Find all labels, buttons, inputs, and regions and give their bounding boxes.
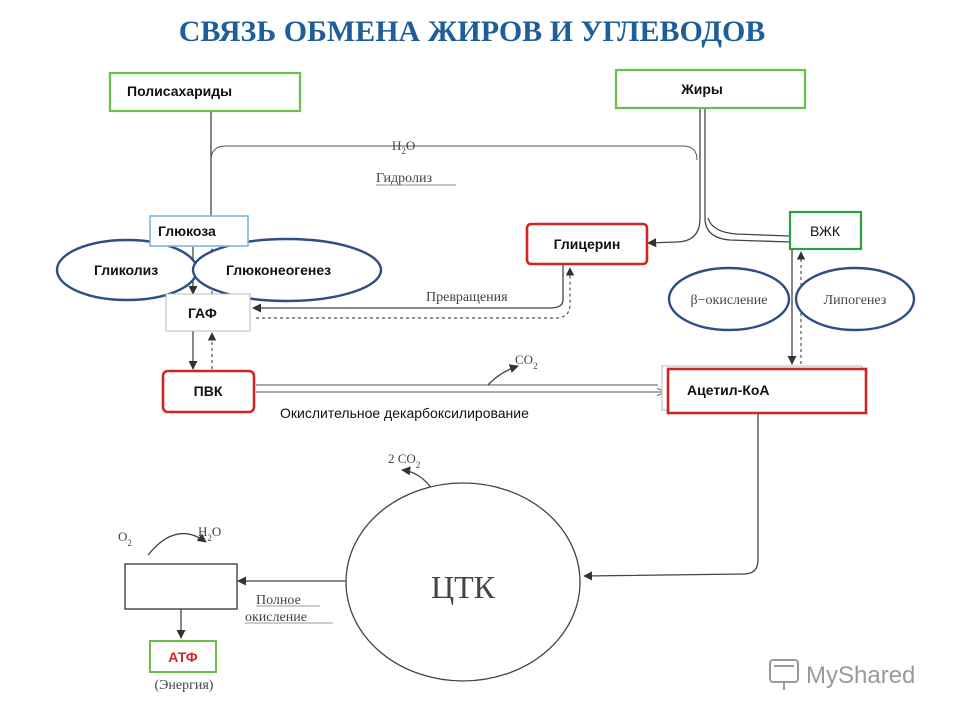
watermark-text: MyShared bbox=[806, 662, 915, 689]
gaf-to-glycerol-arrow bbox=[256, 267, 575, 319]
full-oxidation-label-2: окисление bbox=[245, 610, 307, 625]
glucose-label: Глюкоза bbox=[158, 223, 216, 239]
atf-label: АТФ bbox=[168, 649, 197, 665]
beta-oxidation-ellipse[interactable] bbox=[667, 266, 791, 332]
oxidative-decarboxylation-label: Окислительное декарбоксилирование bbox=[280, 405, 529, 421]
fats-box[interactable] bbox=[614, 68, 807, 110]
glycerol-to-gaf-arrow bbox=[252, 264, 564, 313]
lipogenesis-ellipse[interactable] bbox=[794, 266, 916, 332]
gaf-label: ГАФ bbox=[188, 305, 217, 321]
glycerol-box[interactable] bbox=[525, 222, 649, 266]
glucose-box[interactable] bbox=[149, 215, 249, 247]
acetyl-coa-box[interactable] bbox=[666, 367, 868, 415]
ctk-circle[interactable] bbox=[345, 482, 581, 682]
fats-to-vzhk-line bbox=[704, 217, 791, 243]
gluconeogenesis-label: Глюконеогенез bbox=[226, 262, 331, 278]
pvk-label: ПВК bbox=[194, 383, 223, 399]
glycerol-label: Глицерин bbox=[554, 236, 621, 252]
glycolysis-label: Гликолиз bbox=[94, 262, 158, 278]
diagram-title: СВЯЗЬ ОБМЕНА ЖИРОВ И УГЛЕВОДОВ bbox=[179, 15, 766, 48]
o2-label: O2 bbox=[118, 529, 132, 548]
fats-to-glycerol-arrow bbox=[647, 217, 701, 248]
gaf-box[interactable] bbox=[165, 293, 251, 332]
vzhk-box[interactable] bbox=[788, 210, 863, 251]
co2x2-release-arrow bbox=[401, 466, 433, 490]
vzhk-label: ВЖК bbox=[810, 223, 841, 239]
hydrolysis-water-label: H2O bbox=[392, 138, 415, 156]
acetyl-coa-label: Ацетил-КоА bbox=[687, 382, 770, 398]
co2-release-arrow bbox=[487, 364, 519, 386]
polysaccharides-label: Полисахариды bbox=[127, 83, 232, 99]
polysaccharides-box[interactable] bbox=[108, 71, 302, 113]
hydrolysis-label: Гидролиз bbox=[376, 171, 432, 186]
acetyl-to-ctk-arrow bbox=[583, 412, 759, 581]
h2o-bottom-label: H2O bbox=[198, 524, 221, 543]
lipogenesis-label: Липогенез bbox=[824, 293, 887, 308]
o2-to-h2o-arrow bbox=[147, 533, 207, 556]
respiratory-chain-box[interactable] bbox=[124, 563, 238, 610]
presentation-icon bbox=[769, 659, 799, 683]
pvk-box[interactable] bbox=[161, 369, 256, 414]
energy-label: (Энергия) bbox=[155, 678, 214, 693]
watermark-logo: MyShared bbox=[769, 659, 915, 690]
co2x2-label: 2 CO2 bbox=[388, 451, 420, 470]
fats-label: Жиры bbox=[680, 81, 723, 97]
hydrolysis-arc bbox=[210, 145, 698, 161]
conversion-label: Превращения bbox=[426, 290, 508, 305]
beta-oxidation-label: β−окисление bbox=[691, 293, 768, 308]
fats-to-vzhk-line-2 bbox=[707, 217, 791, 237]
atf-box[interactable] bbox=[149, 640, 217, 673]
ctk-label: ЦТК bbox=[431, 569, 496, 605]
co2-label: CO2 bbox=[515, 352, 538, 371]
full-oxidation-label-1: Полное bbox=[256, 593, 301, 608]
gluconeogenesis-ellipse[interactable] bbox=[191, 237, 383, 303]
